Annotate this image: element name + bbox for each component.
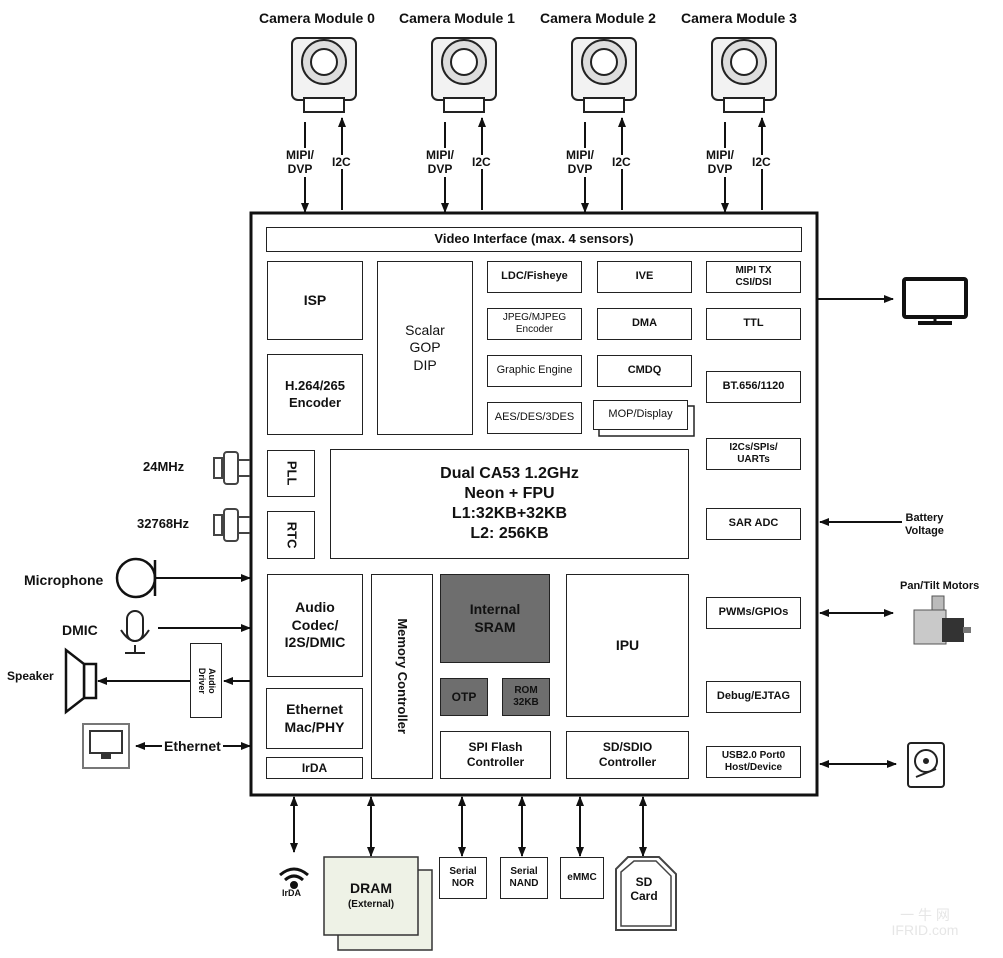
debug-ejtag-block: Debug/EJTAG: [706, 681, 801, 713]
pll-block: PLL: [267, 450, 315, 497]
speaker-icon: [64, 647, 98, 715]
ldc-fisheye-block: LDC/Fisheye: [487, 261, 582, 293]
cpu-block: Dual CA53 1.2GHz Neon + FPU L1:32KB+32KB…: [330, 449, 689, 559]
graphic-engine-block: Graphic Engine: [487, 355, 582, 387]
mop-display-block: MOP/Display: [593, 400, 688, 430]
hard-drive-icon: [907, 742, 945, 788]
camera-title-3: Camera Module 3: [681, 10, 797, 26]
camera-icon: [291, 37, 357, 113]
sd-sdio-controller-block: SD/SDIO Controller: [566, 731, 689, 779]
sd-card-icon: [615, 856, 677, 931]
video-interface-block: Video Interface (max. 4 sensors): [266, 227, 802, 252]
emmc-block: eMMC: [560, 857, 604, 899]
rom-block: ROM 32KB: [502, 678, 550, 716]
camera-arrows: [301, 117, 766, 213]
h264-encoder-block: H.264/265 Encoder: [267, 354, 363, 435]
pwm-gpio-block: PWMs/GPIOs: [706, 597, 801, 629]
camera-data-label-1: MIPI/ DVP: [426, 148, 455, 177]
camera-icon: [571, 37, 637, 113]
xtal-24mhz-label: 24MHz: [143, 459, 185, 474]
motor-icon: [913, 595, 971, 645]
sd-card-label: SD Card: [630, 875, 658, 903]
scalar-block: Scalar GOP DIP: [377, 261, 473, 435]
ipu-block: IPU: [566, 574, 689, 717]
microphone-label: Microphone: [24, 572, 104, 588]
camera-title-1: Camera Module 1: [399, 10, 515, 26]
pll-label: PLL: [284, 461, 300, 486]
otp-block: OTP: [440, 678, 488, 716]
pan-tilt-motors-label: Pan/Tilt Motors: [900, 580, 980, 592]
battery-voltage-label: Battery Voltage: [905, 512, 944, 537]
i2c-spi-uart-block: I2Cs/SPIs/ UARTs: [706, 438, 801, 470]
audio-driver-block: Audio Driver: [190, 643, 222, 718]
camera-data-label-2: MIPI/ DVP: [566, 148, 595, 177]
cmdq-block: CMDQ: [597, 355, 692, 387]
crystal-icon: [213, 508, 250, 542]
bottom-arrows: [290, 796, 647, 857]
ethernet-mac-block: Ethernet Mac/PHY: [266, 688, 363, 749]
aes-block: AES/DES/3DES: [487, 402, 582, 434]
xtal-32768hz-label: 32768Hz: [137, 516, 190, 531]
crystal-icon: [213, 451, 250, 485]
dmic-label: DMIC: [62, 622, 98, 638]
camera-icon: [711, 37, 777, 113]
wireless-icon: [279, 867, 309, 889]
bt656-block: BT.656/1120: [706, 371, 801, 403]
camera-data-label-3: MIPI/ DVP: [706, 148, 735, 177]
dram-sub-label: (External): [347, 899, 395, 910]
audio-driver-label: Audio Driver: [196, 667, 217, 694]
ethernet-port-icon: [82, 723, 130, 769]
dmic-icon: [120, 610, 150, 654]
dma-block: DMA: [597, 308, 692, 340]
sar-adc-block: SAR ADC: [706, 508, 801, 540]
monitor-icon: [902, 277, 968, 325]
camera-ctrl-label-0: I2C: [332, 155, 351, 169]
jpeg-encoder-block: JPEG/MJPEG Encoder: [487, 308, 582, 340]
camera-icon: [431, 37, 497, 113]
internal-sram-block: Internal SRAM: [440, 574, 550, 663]
serial-nor-block: Serial NOR: [439, 857, 487, 899]
dram-label: DRAM: [350, 880, 392, 896]
camera-title-0: Camera Module 0: [259, 10, 375, 26]
irda-block: IrDA: [266, 757, 363, 779]
ethernet-label: Ethernet: [162, 738, 223, 754]
spi-flash-controller-block: SPI Flash Controller: [440, 731, 551, 779]
serial-nand-block: Serial NAND: [500, 857, 548, 899]
soc-border: [249, 211, 819, 797]
memory-controller-block: Memory Controller: [371, 574, 433, 779]
ive-block: IVE: [597, 261, 692, 293]
microphone-icon: [115, 557, 157, 599]
rtc-block: RTC: [267, 511, 315, 559]
camera-ctrl-label-2: I2C: [612, 155, 631, 169]
rtc-label: RTC: [284, 521, 300, 549]
camera-ctrl-label-3: I2C: [752, 155, 771, 169]
ttl-block: TTL: [706, 308, 801, 340]
irda-bottom-label: IrDA: [282, 888, 302, 898]
camera-data-label-0: MIPI/ DVP: [286, 148, 315, 177]
camera-ctrl-label-1: I2C: [472, 155, 491, 169]
mipi-tx-block: MIPI TX CSI/DSI: [706, 261, 801, 293]
usb-block: USB2.0 Port0 Host/Device: [706, 746, 801, 778]
speaker-label: Speaker: [7, 669, 54, 683]
dram-card: [323, 856, 419, 936]
isp-block: ISP: [267, 261, 363, 340]
watermark: 一 牛 网 IFRID.com: [891, 907, 959, 938]
memory-controller-label: Memory Controller: [395, 618, 411, 735]
audio-codec-block: Audio Codec/ I2S/DMIC: [267, 574, 363, 677]
camera-title-2: Camera Module 2: [540, 10, 656, 26]
